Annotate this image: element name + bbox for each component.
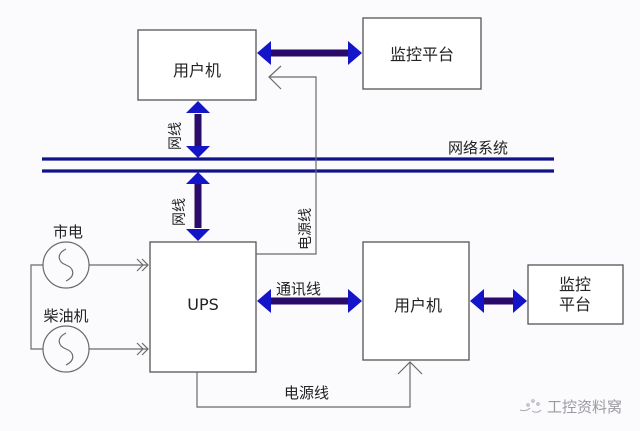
user-pc-bottom-box [362,241,470,361]
diesel-label: 柴油机 [43,307,88,325]
monitor-bottom-box [527,264,624,325]
double-arrow-comm [257,289,362,313]
user-pc-top-label: 用户机 [173,61,221,80]
ups-box [149,241,257,373]
ups-label: UPS [187,295,219,314]
arrow-head-right [348,41,362,65]
power-cable-ups-to-top-pc [256,65,317,255]
network-system-label: 网络系统 [448,139,508,157]
arrow-head-down [186,229,210,241]
double-chevron-icon [141,258,149,272]
mains-source: 市电 [42,223,149,289]
watermark-text: 工控资料窝 [547,398,622,416]
monitor-bottom-node: 监控 平台 [527,264,624,325]
power-cable-vertical-label: 电源线 [298,208,314,250]
user-pc-top-node: 用户机 [137,29,257,101]
comm-cable-label: 通讯线 [276,280,321,298]
open-arrow-head [397,361,423,375]
double-arrow-bottom-horizontal [470,289,527,313]
network-bus [42,157,554,173]
power-cable-bottom-label: 电源线 [284,384,329,402]
monitor-top-box [362,17,482,90]
net-cable-top-label: 网线 [168,122,184,150]
arrow-head-down [186,146,210,158]
sine-wave-icon [58,332,74,366]
arrow-head-left [257,41,271,65]
arrow-head-up [186,172,210,184]
sine-wave-icon [58,248,74,282]
user-pc-bottom-node: 用户机 [362,241,470,361]
arrow-head-up [186,101,210,113]
net-cable-bottom-label: 网线 [172,198,188,226]
monitor-top-node: 监控平台 [362,17,482,90]
mains-label: 市电 [53,223,83,241]
open-arrow-head [268,65,282,90]
arrow-head-left [257,289,271,313]
double-arrow-bottom-vertical [186,172,210,241]
arrow-head-left [470,289,484,313]
user-pc-top-box [137,29,257,101]
user-pc-bottom-label: 用户机 [394,296,442,315]
monitor-top-label: 监控平台 [390,45,454,64]
source-link-bracket [30,264,43,350]
power-cable-ups-to-bottom-pc [196,361,423,408]
double-arrow-top-vertical [186,101,210,158]
arrow-head-right [348,289,362,313]
ups-node: UPS [149,241,257,373]
diesel-source: 柴油机 [42,307,149,373]
monitor-bottom-label-line1: 监控 [559,275,591,294]
monitor-bottom-label-line2: 平台 [559,295,591,314]
double-arrow-top-horizontal [257,41,362,65]
double-chevron-icon [141,342,149,356]
arrow-head-right [513,289,527,313]
watermark: 工控资料窝 [519,398,622,416]
wechat-icon [519,399,542,413]
